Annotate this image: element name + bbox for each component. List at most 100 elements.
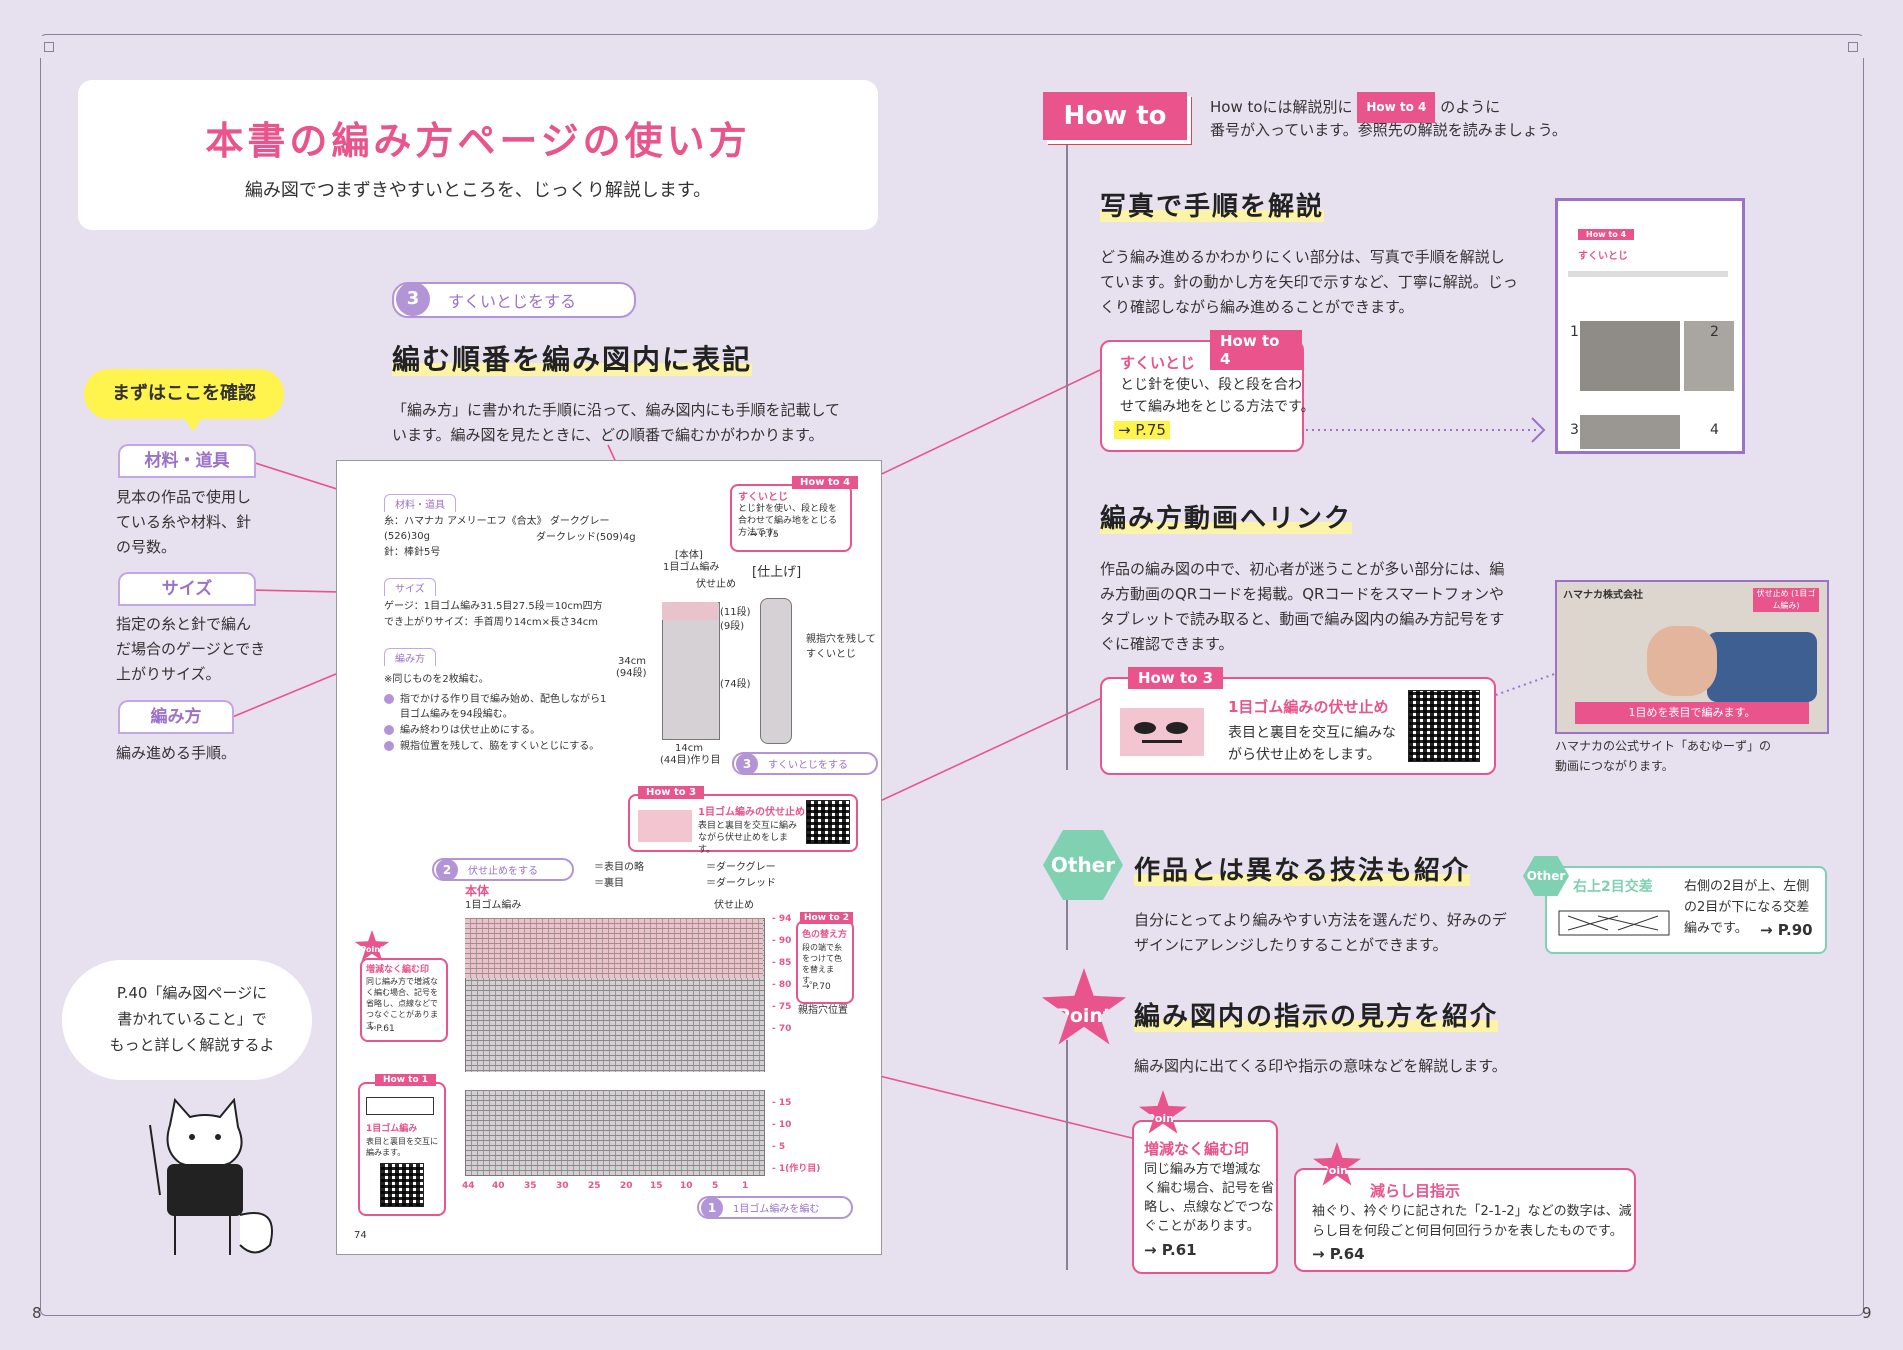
pattern-howto1-label: How to 1 bbox=[375, 1074, 437, 1086]
chart-row-number: - 75 bbox=[772, 1002, 792, 1012]
chart-column-number: 40 bbox=[492, 1181, 505, 1191]
page-subtitle: 編み図でつまずきやすいところを、じっくり解説します。 bbox=[244, 180, 712, 201]
timeline-line bbox=[1066, 1040, 1068, 1270]
knitting-photo bbox=[1707, 632, 1817, 702]
pattern-step-3: 親指位置を残して、脇をすくいとじにする。 bbox=[400, 741, 600, 752]
other-box-text: 右側の2目が上、左側の2目が下になる交差編みです。 bbox=[1684, 879, 1810, 936]
callout-howto4-text: とじ針を使い、段と段を合わせて編み地をとじる方法です。 bbox=[1120, 377, 1315, 415]
pattern-note: ※同じものを2枚編む。 bbox=[384, 674, 489, 685]
page-number-right: 9 bbox=[1862, 1304, 1872, 1322]
callout-howto4-badge: How to 4 bbox=[1210, 330, 1302, 370]
diagram-bindoff: 伏せ止め bbox=[696, 579, 736, 590]
diagram-length-rows: (94段) bbox=[616, 668, 647, 679]
step-number: 3 bbox=[396, 282, 430, 316]
pattern-howto4-box bbox=[730, 484, 852, 552]
step-pill-3: 3 すくいとじをする bbox=[392, 282, 636, 318]
knitting-photo bbox=[1580, 321, 1680, 391]
point2-text: 袖ぐり、衿ぐりに記された「2-1-2」などの数字は、減らし目を何段ごと何目何回行… bbox=[1312, 1204, 1632, 1239]
section-heading-other: 作品とは異なる技法も紹介 bbox=[1134, 856, 1471, 886]
knitting-photo bbox=[1684, 321, 1734, 391]
howto-page-thumbnail: How to 4 すくいとじ 1 2 3 4 bbox=[1555, 198, 1745, 454]
finished-mitt bbox=[760, 598, 792, 744]
rib-symbol-icon bbox=[366, 1097, 434, 1115]
video-thumbnail: ハマナカ株式会社 伏せ止め (1目ゴム編み) 1目めを表目で編みます。 bbox=[1555, 580, 1829, 734]
chart-column-number: 35 bbox=[524, 1181, 537, 1191]
chart-row-number: - 80 bbox=[772, 980, 792, 990]
diagram-finish-label: [仕上げ] bbox=[752, 565, 802, 580]
point1-ref: → P.61 bbox=[1144, 1241, 1197, 1259]
pattern-howto2-label: How to 2 bbox=[800, 912, 854, 924]
qr-code bbox=[806, 800, 850, 844]
size-description: 指定の糸と針で編んだ場合のゲージとでき上がりサイズ。 bbox=[116, 615, 266, 683]
mouth-icon bbox=[638, 810, 692, 842]
video-note: ハマナカの公式サイト「あむゆーず」の動画につながります。 bbox=[1555, 739, 1772, 773]
other-technique-box bbox=[1545, 866, 1827, 954]
diagram-width-stitches: (44目)作り目 bbox=[660, 755, 721, 766]
callout-howto3-text: 表目と裏目を交互に編みながら伏せ止めをします。 bbox=[1228, 725, 1396, 763]
title-card: 本書の編み方ページの使い方 編み図でつまずきやすいところを、じっくり解説します。 bbox=[78, 80, 878, 230]
section-body-point: 編み図内に出てくる印や指示の意味などを解説します。 bbox=[1134, 1057, 1507, 1075]
howto-heading-badge: How to bbox=[1043, 92, 1187, 140]
chart-column-number: 20 bbox=[620, 1181, 633, 1191]
pattern-howto2-title: 色の替え方 bbox=[802, 930, 848, 940]
point1-text: 同じ編み方で増減なく編む場合、記号を省略し、点線などでつなぐことがあります。 bbox=[1144, 1162, 1275, 1234]
other-box-title: 右上2目交差 bbox=[1573, 879, 1653, 895]
callout-howto3-badge: How to 3 bbox=[1128, 667, 1224, 689]
chart-row-number: - 90 bbox=[772, 936, 792, 946]
garment-body bbox=[662, 602, 720, 740]
chart-row-number: - 70 bbox=[772, 1024, 792, 1034]
chart-bindoff: 伏せ止め bbox=[714, 900, 754, 911]
chart-row-number: - 15 bbox=[772, 1098, 792, 1108]
chart-break bbox=[462, 1072, 766, 1090]
pattern-gauge: ゲージ：1目ゴム編み31.5目27.5段＝10cm四方 bbox=[384, 601, 603, 612]
pattern-howto4-ref: → P.75 bbox=[750, 530, 779, 540]
tag-method: 編み方 bbox=[118, 700, 234, 734]
diagram-thumb-note: 親指穴を残して すくいとじ bbox=[806, 634, 876, 660]
pattern-howto3-text: 表目と裏目を交互に編みながら伏せ止めをします。 bbox=[698, 821, 798, 855]
pattern-yarn-1: 糸：ハマナカ アメリーエフ《合太》 ダークグレー(526)30g bbox=[384, 516, 610, 542]
check-here-bubble: まずはここを確認 bbox=[84, 369, 284, 431]
pattern-tag-size: サイズ bbox=[384, 578, 436, 596]
howto-mini-badge: How to 4 bbox=[1357, 92, 1436, 123]
diagram-body-label: [本体] bbox=[675, 550, 703, 561]
diagram-rows-74: (74段) bbox=[720, 679, 751, 690]
step-dot bbox=[384, 741, 394, 751]
page-title: 本書の編み方ページの使い方 bbox=[205, 119, 751, 163]
pattern-point-ref: → P.61 bbox=[366, 1024, 395, 1034]
video-caption: 1目めを表目で編みます。 bbox=[1575, 702, 1809, 724]
section-heading-photo: 写真で手順を解説 bbox=[1100, 192, 1325, 222]
pattern-tag-materials: 材料・道具 bbox=[384, 494, 456, 512]
corner-ornament bbox=[38, 36, 60, 58]
method-description: 編み進める手順。 bbox=[116, 744, 237, 762]
chart-row-number: - 94 bbox=[772, 914, 792, 924]
callout-howto4-ref: → P.75 bbox=[1114, 418, 1170, 443]
pattern-step-1: 指でかける作り目で編み始め、配色しながら1目ゴム編みを94段編む。 bbox=[400, 694, 607, 720]
knitting-photo bbox=[1580, 415, 1680, 449]
section-heading-order: 編む順番を編み図内に表記 bbox=[392, 343, 753, 376]
point2-title: 減らし目指示 bbox=[1370, 1182, 1461, 1200]
speech-cloud bbox=[62, 960, 312, 1080]
pattern-howto3-label: How to 3 bbox=[638, 786, 705, 799]
pattern-needle: 針：棒針5号 bbox=[384, 547, 441, 558]
tag-size: サイズ bbox=[118, 572, 256, 606]
pattern-howto2-text: 段の端で糸をつけて色を替えます。 bbox=[802, 943, 842, 985]
callout-point2 bbox=[1294, 1168, 1636, 1272]
section-body-other: 自分にとってより編みやすい方法を選んだり、好みのデザインにアレンジしたりすること… bbox=[1134, 911, 1507, 954]
garment-top-band bbox=[662, 602, 718, 620]
chart-row-number: - 5 bbox=[772, 1142, 786, 1152]
pattern-point-text: 同じ編み方で増減なく編む場合、記号を省略し、点線などでつなぐことがあります。 bbox=[366, 977, 438, 1030]
diagram-rows-9: (9段) bbox=[720, 621, 745, 632]
chart-subtitle: 1目ゴム編み bbox=[465, 900, 522, 911]
section-heading-video: 編み方動画へリンク bbox=[1100, 504, 1353, 534]
howto-intro-2: 番号が入っています。参照先の解説を読みましょう。 bbox=[1210, 121, 1567, 139]
pattern-step2-pill: 2 伏せ止めをする bbox=[432, 858, 574, 881]
pattern-page-number: 74 bbox=[354, 1230, 367, 1241]
pattern-howto4-text: とじ針を使い、段と段を合わせて編み地をとじる方法です。 bbox=[738, 504, 838, 538]
diagram-body-sub: 1目ゴム編み bbox=[663, 562, 720, 573]
pattern-finished-size: でき上がりサイズ：手首周り14cm×長さ34cm bbox=[384, 617, 599, 628]
hand-photo bbox=[1647, 626, 1717, 696]
legend-darkred: ＝ダークレッド bbox=[706, 878, 776, 889]
pattern-step-2: 編み終わりは伏せ止めにする。 bbox=[400, 725, 541, 736]
materials-description: 見本の作品で使用している糸や材料、針の号数。 bbox=[116, 488, 252, 556]
pattern-howto3-title: 1目ゴム編みの伏せ止め bbox=[698, 807, 805, 818]
